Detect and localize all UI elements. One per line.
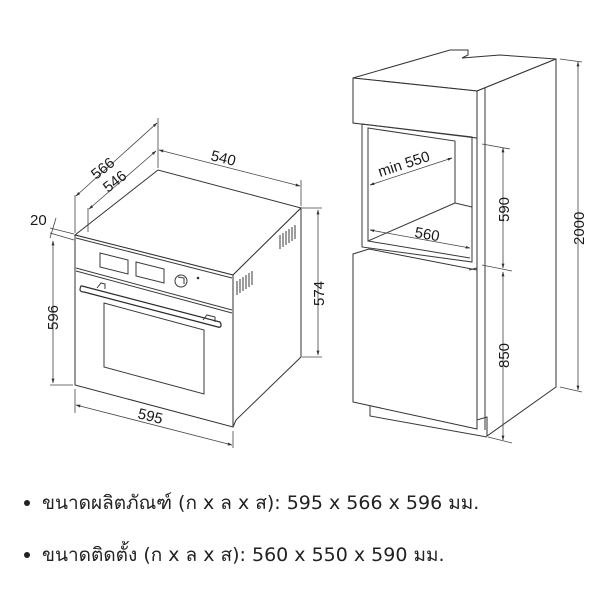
cabinet-lower-door [352, 248, 478, 430]
dim-top-width: 540 [209, 147, 237, 170]
display-window-right [135, 261, 165, 284]
cabinet-side-face [476, 58, 557, 437]
door-handle [79, 285, 222, 328]
oven-front-face [74, 234, 234, 428]
vent-icon [236, 225, 296, 295]
dim-niche-height: 590 [496, 197, 513, 222]
control-knob-icon [174, 274, 188, 288]
dimension-diagram: 566 546 540 20 596 574 595 [30, 49, 588, 448]
spec-text: ขนาดผลิตภัณฑ์ (ก x ล x ส): 595 x 566 x 5… [42, 492, 480, 514]
display-window-left [99, 252, 129, 275]
dim-total-height: 2000 [571, 212, 588, 245]
oven-drawing: 566 546 540 20 596 574 595 [30, 118, 328, 448]
indicator-light-icon [196, 276, 200, 280]
dim-body-height: 574 [311, 281, 328, 306]
bullet-icon [24, 500, 30, 506]
dim-niche-depth: min 550 [376, 148, 432, 181]
dim-panel-thickness: 20 [30, 212, 47, 229]
spec-product-size: ขนาดผลิตภัณฑ์ (ก x ล x ส): 595 x 566 x 5… [22, 488, 592, 518]
dim-niche-width: 560 [413, 224, 441, 245]
dim-base-height: 850 [496, 343, 513, 368]
spec-list: ขนาดผลิตภัณฑ์ (ก x ล x ส): 595 x 566 x 5… [22, 488, 592, 592]
dim-front-width: 595 [136, 405, 164, 428]
cabinet-drawing: min 550 560 590 850 2000 [352, 49, 588, 444]
spec-text: ขนาดติดตั้ง (ก x ล x ส): 560 x 550 x 590… [42, 544, 445, 566]
door-window [103, 302, 205, 395]
oven-niche [361, 123, 473, 263]
spec-install-size: ขนาดติดตั้ง (ก x ล x ส): 560 x 550 x 590… [22, 540, 592, 570]
dim-front-height: 596 [45, 305, 62, 330]
bullet-icon [24, 552, 30, 558]
